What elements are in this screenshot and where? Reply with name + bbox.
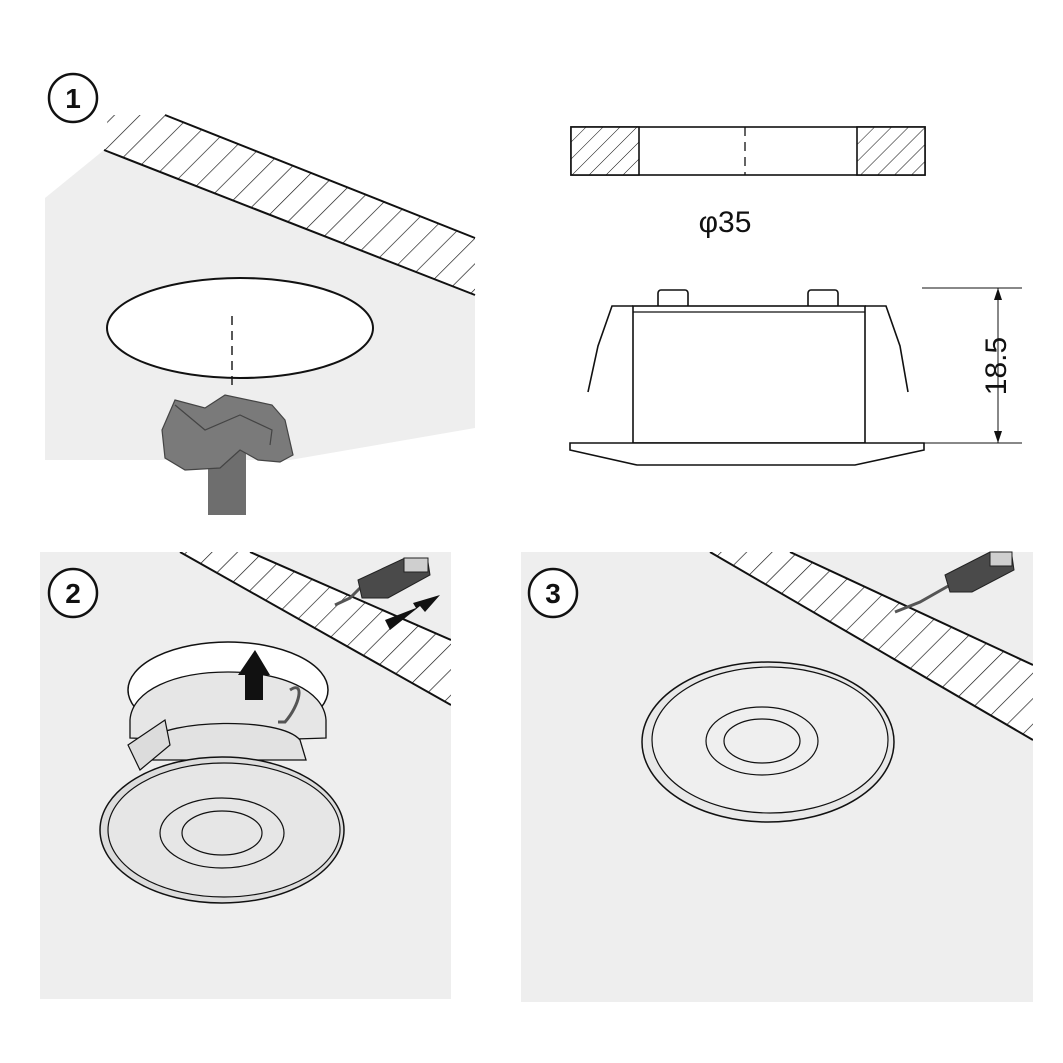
svg-text:3: 3: [545, 578, 561, 609]
step-1-badge: 1: [47, 72, 99, 124]
step-3-badge: 3: [527, 567, 579, 619]
cutout-diameter-label: φ35: [699, 206, 752, 239]
svg-text:2: 2: [65, 578, 81, 609]
drill-tool-icon: [161, 394, 294, 515]
svg-text:1: 1: [65, 83, 81, 114]
step-2-badge: 2: [47, 567, 99, 619]
ceiling-hatch: [104, 115, 475, 295]
height-dimension-line: [922, 287, 1022, 444]
height-label: 18.5: [980, 337, 1013, 395]
drilled-hole: [106, 277, 374, 379]
step-2-panel: 2: [40, 552, 451, 999]
fixture-side-view: [569, 289, 925, 466]
step-3-panel: 3: [521, 551, 1033, 1002]
arrow-up-icon: [238, 650, 270, 700]
connector-plug-icon: [894, 551, 1015, 614]
arrow-right-icon: [385, 595, 440, 630]
connector-plug-icon: [334, 557, 431, 607]
cutout-section-view: [570, 126, 926, 176]
step-1-panel: 1: [45, 72, 476, 515]
